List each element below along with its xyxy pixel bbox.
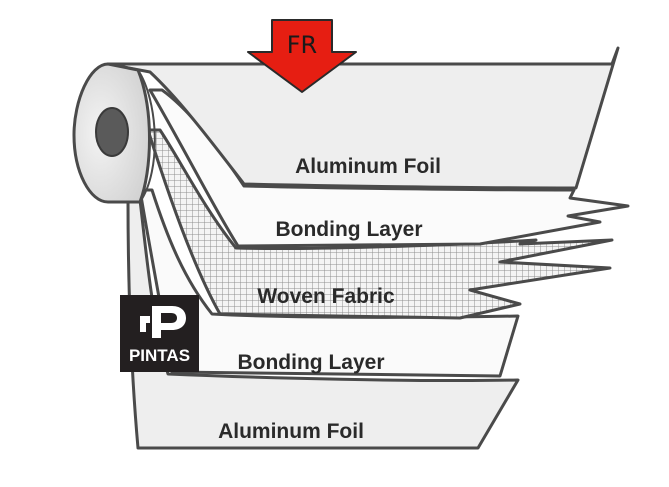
fr-label: FR	[287, 31, 317, 59]
label-lower-bonding-layer: Bonding Layer	[237, 351, 384, 374]
label-upper-bonding-layer: Bonding Layer	[275, 218, 422, 241]
label-woven-fabric: Woven Fabric	[257, 285, 395, 308]
pintas-logo-text: PINTAS	[129, 346, 190, 365]
pintas-logo: PINTAS	[120, 295, 199, 372]
label-bottom-aluminum-foil: Aluminum Foil	[218, 420, 364, 443]
label-top-aluminum-foil: Aluminum Foil	[295, 155, 441, 178]
pintas-logo-icon	[140, 306, 186, 338]
fr-arrow: FR	[247, 19, 357, 93]
foil-roll	[72, 62, 156, 204]
layer-top-aluminum-foil	[106, 46, 620, 190]
